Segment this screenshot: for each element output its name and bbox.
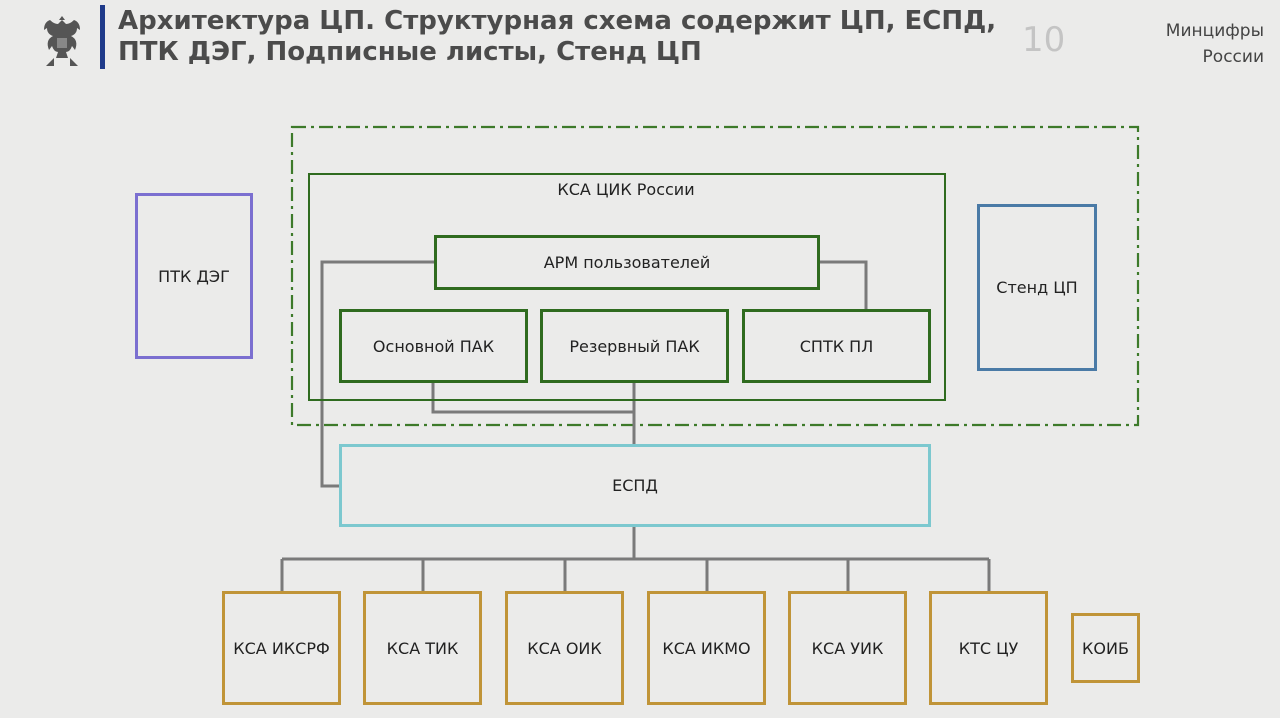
kts-tsu-label: КТС ЦУ (958, 638, 1019, 658)
reserve-pak-label: Резервный ПАК (569, 336, 700, 356)
ksa-ikmo-label: КСА ИКМО (662, 638, 751, 658)
ksa-tik-box: КСА ТИК (363, 591, 482, 705)
ksa-tik-label: КСА ТИК (386, 638, 459, 658)
koib-label: КОИБ (1082, 638, 1129, 658)
ksa-iksrf-box: КСА ИКСРФ (222, 591, 341, 705)
ptk-deg-label: ПТК ДЭГ (158, 266, 230, 286)
title-accent-bar (100, 5, 105, 69)
koib-box: КОИБ (1071, 613, 1140, 683)
page-number: 10 (1022, 20, 1066, 60)
cp-boundary (290, 125, 1140, 427)
ksa-uik-box: КСА УИК (788, 591, 907, 705)
ksa-cik-container (308, 173, 946, 401)
connector-arm-sptk (818, 260, 868, 311)
espd-box: ЕСПД (339, 444, 931, 527)
connector-main-pak (431, 381, 634, 414)
arm-users-box: АРМ пользователей (434, 235, 820, 290)
ksa-iksrf-label: КСА ИКСРФ (233, 638, 330, 658)
sptk-pl-box: СПТК ПЛ (742, 309, 931, 383)
coat-of-arms-icon (44, 16, 80, 66)
main-pak-box: Основной ПАК (339, 309, 528, 383)
main-pak-label: Основной ПАК (372, 336, 495, 356)
ksa-cik-label: КСА ЦИК России (557, 180, 695, 199)
stend-cp-label: Стенд ЦП (996, 278, 1078, 297)
organization-line-1: Минцифры (1165, 21, 1264, 41)
espd-label: ЕСПД (612, 476, 658, 495)
ptk-deg-box: ПТК ДЭГ (135, 193, 253, 359)
ksa-oik-box: КСА ОИК (505, 591, 624, 705)
reserve-pak-box: Резервный ПАК (540, 309, 729, 383)
sptk-pl-label: СПТК ПЛ (799, 336, 874, 356)
page-title: Архитектура ЦП. Структурная схема содерж… (118, 6, 997, 67)
ksa-oik-label: КСА ОИК (527, 638, 602, 658)
organization-line-2: России (1202, 47, 1264, 67)
organization-name: Минцифры России (1166, 18, 1264, 70)
arm-users-label: АРМ пользователей (543, 253, 711, 272)
connector-arm-espd (320, 260, 436, 488)
stend-cp-box: Стенд ЦП (977, 204, 1097, 371)
kts-tsu-box: КТС ЦУ (929, 591, 1048, 705)
ksa-ikmo-box: КСА ИКМО (647, 591, 766, 705)
ksa-uik-label: КСА УИК (811, 638, 884, 658)
